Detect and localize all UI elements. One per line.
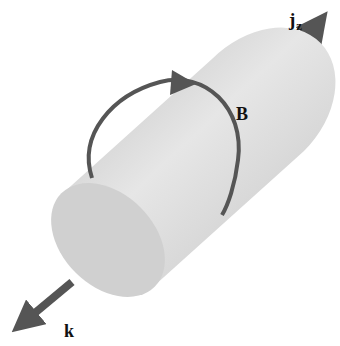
wavevector-arrow	[24, 282, 72, 322]
vector-label: B	[236, 105, 248, 123]
vector-label: k	[64, 322, 74, 340]
field-loop	[89, 80, 239, 215]
vector-label: j	[289, 10, 295, 29]
subscript-label: z	[296, 19, 302, 32]
field-arrowhead	[170, 70, 196, 95]
